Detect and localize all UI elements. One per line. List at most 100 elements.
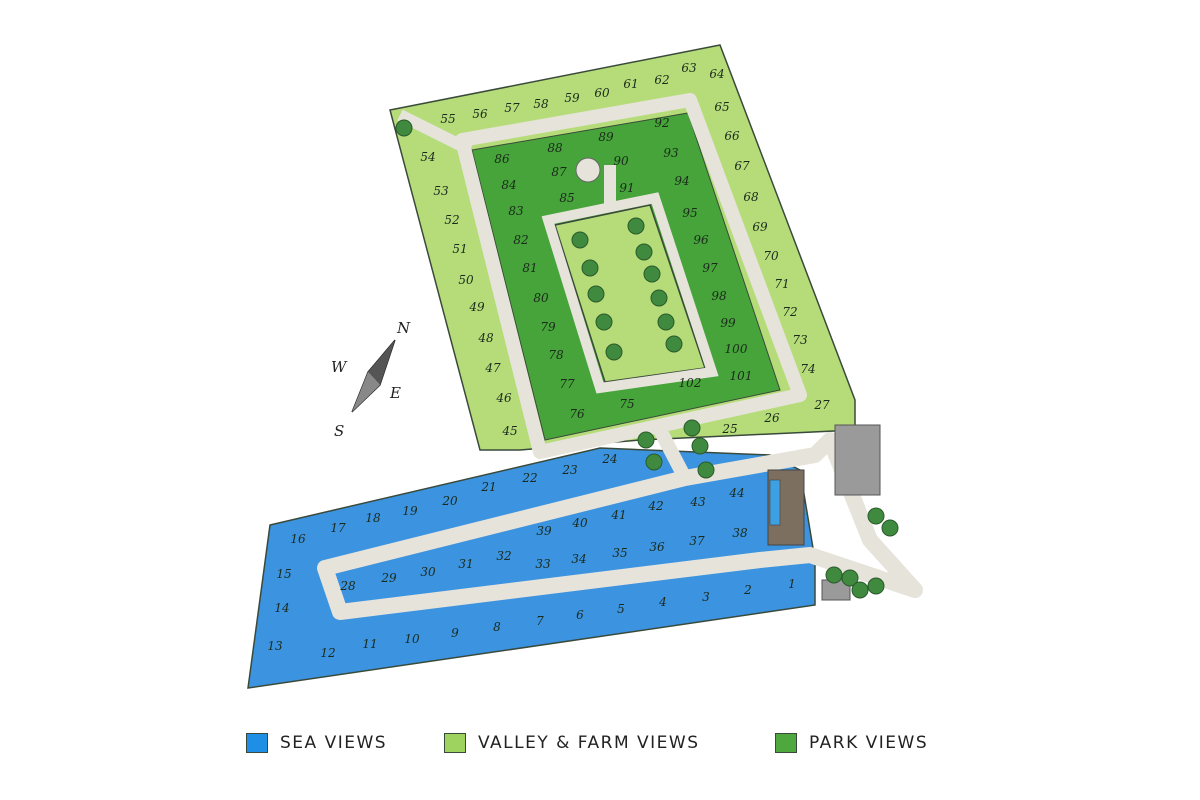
lot-26: 26: [763, 411, 780, 425]
swimming-pool: [769, 479, 781, 526]
lot-33: 33: [535, 557, 551, 571]
lot-83: 83: [508, 204, 524, 218]
lot-8: 8: [493, 620, 501, 634]
compass-north-label: N: [396, 319, 411, 337]
lot-89: 89: [598, 130, 614, 144]
lot-14: 14: [274, 601, 289, 615]
lot-68: 68: [743, 190, 759, 204]
tree-icon: [657, 313, 675, 331]
lot-41: 41: [610, 508, 626, 522]
lot-17: 17: [330, 521, 346, 535]
road-upper-loop: [455, 93, 807, 459]
tree-icon: [395, 119, 413, 137]
lot-37: 37: [689, 534, 705, 548]
lot-36: 36: [649, 540, 665, 554]
lot-18: 18: [365, 511, 381, 525]
tree-icon: [643, 265, 661, 283]
lot-74: 74: [800, 362, 815, 376]
lot-96: 96: [693, 233, 709, 247]
lot-7: 7: [536, 614, 544, 628]
lot-51: 51: [452, 242, 467, 256]
lot-72: 72: [782, 305, 797, 319]
lot-79: 79: [540, 320, 556, 334]
lot-55: 55: [440, 112, 455, 126]
lot-85: 85: [559, 191, 574, 205]
tree-icon: [697, 461, 715, 479]
lot-92: 92: [654, 116, 669, 130]
lot-27: 27: [813, 398, 830, 412]
lot-67: 67: [734, 159, 750, 173]
legend-label-sea: SEA VIEWS: [280, 733, 388, 753]
lot-39: 39: [536, 524, 552, 538]
tree-icon: [650, 289, 668, 307]
lot-11: 11: [362, 637, 377, 651]
tree-icon: [841, 569, 859, 587]
lot-63: 63: [681, 61, 697, 75]
compass-west-label: W: [331, 358, 348, 376]
lot-44: 44: [728, 486, 744, 500]
compass-east-label: E: [389, 384, 401, 402]
road-lower-loop: [317, 432, 923, 620]
compass-south-label: S: [334, 422, 344, 440]
lot-38: 38: [732, 526, 748, 540]
lot-97: 97: [702, 261, 718, 275]
lot-25: 25: [721, 422, 737, 436]
lot-60: 60: [594, 86, 610, 100]
lot-13: 13: [267, 639, 283, 653]
tree-icon: [867, 577, 885, 595]
lot-73: 73: [792, 333, 808, 347]
tree-icon: [581, 259, 599, 277]
road-connector: [653, 426, 692, 482]
lot-15: 15: [276, 567, 291, 581]
lot-28: 28: [339, 579, 356, 593]
lot-69: 69: [752, 220, 768, 234]
tree-icon: [627, 217, 645, 235]
compass-rose: N W E S: [331, 319, 411, 440]
lot-24: 24: [601, 452, 617, 466]
lot-46: 46: [495, 391, 512, 405]
lot-16: 16: [290, 532, 306, 546]
lot-61: 61: [623, 77, 638, 91]
lot-78: 78: [548, 348, 564, 362]
lot-88: 88: [547, 141, 563, 155]
lot-54: 54: [420, 150, 435, 164]
lot-2: 2: [743, 583, 752, 597]
car-park: [834, 424, 881, 496]
lot-45: 45: [501, 424, 517, 438]
lot-81: 81: [522, 261, 537, 275]
lot-82: 82: [513, 233, 528, 247]
tree-icon: [637, 431, 655, 449]
lot-62: 62: [654, 73, 669, 87]
lot-90: 90: [613, 154, 629, 168]
compass-needle-shade-lower: [352, 372, 380, 412]
lot-100: 100: [725, 342, 748, 356]
lot-86: 86: [494, 152, 510, 166]
lot-47: 47: [484, 361, 501, 375]
lot-20: 20: [441, 494, 458, 508]
lot-21: 21: [480, 480, 496, 494]
tree-icon: [867, 507, 885, 525]
lot-58: 58: [533, 97, 549, 111]
legend-swatch-park: [775, 733, 797, 753]
lot-30: 30: [420, 565, 436, 579]
tree-icon: [635, 243, 653, 261]
lot-31: 31: [458, 557, 473, 571]
legend-label-park: PARK VIEWS: [809, 733, 929, 753]
tree-icon: [851, 581, 869, 599]
legend-swatch-sea: [246, 733, 268, 753]
lot-49: 49: [468, 300, 485, 314]
lot-59: 59: [564, 91, 580, 105]
trees: [395, 119, 899, 599]
lot-6: 6: [576, 608, 584, 622]
lot-19: 19: [402, 504, 418, 518]
lot-71: 71: [774, 277, 789, 291]
lot-53: 53: [433, 184, 449, 198]
lot-84: 84: [501, 178, 516, 192]
lot-95: 95: [682, 206, 697, 220]
lot-75: 75: [619, 397, 634, 411]
lot-65: 65: [714, 100, 729, 114]
sea-area: [247, 447, 816, 689]
lot-23: 23: [561, 463, 578, 477]
